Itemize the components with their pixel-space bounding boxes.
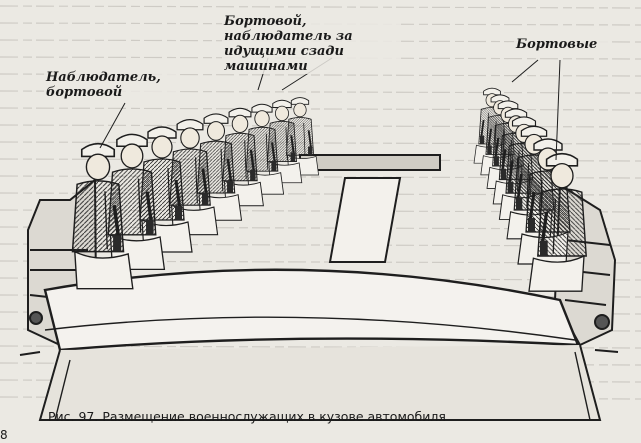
leader-line-observer bbox=[99, 102, 126, 149]
callout-observer-line-1: Наблюдатель, bbox=[46, 70, 161, 85]
leader-line-side-b bbox=[555, 59, 561, 161]
leader-line-side-a bbox=[511, 59, 539, 83]
soldier-left-9 bbox=[71, 142, 134, 290]
soldier-right-8 bbox=[528, 152, 587, 292]
callout-rear-line-1: Бортовой, наблюдатель за bbox=[224, 14, 353, 44]
page-number: 8 bbox=[0, 428, 8, 442]
callout-side-soldiers: Бортовые bbox=[514, 37, 608, 52]
soldiers-left-row bbox=[71, 97, 320, 290]
truck-body bbox=[19, 154, 619, 421]
callout-rear-observer: Бортовой, наблюдатель за идущими сзади м… bbox=[222, 14, 401, 74]
callout-rear-line-2: идущими сзади машинами bbox=[224, 44, 344, 74]
callout-observer: Наблюдатель, бортовой bbox=[44, 70, 178, 100]
callout-side-line-1: Бортовые bbox=[516, 37, 598, 52]
callout-observer-line-2: бортовой bbox=[46, 85, 123, 100]
figure-caption: Рис. 97. Размещение военнослужащих в куз… bbox=[48, 409, 446, 424]
soldiers-right-row bbox=[473, 87, 587, 292]
